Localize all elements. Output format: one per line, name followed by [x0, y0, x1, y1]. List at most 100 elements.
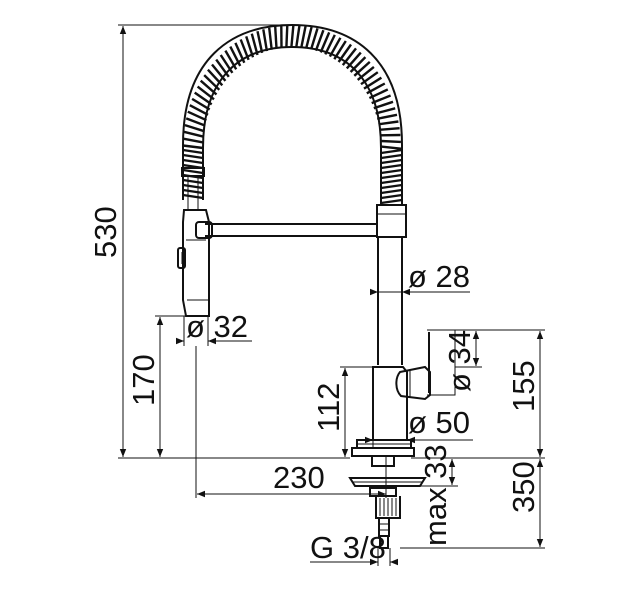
dim-column-diameter: ø 28 — [408, 259, 470, 294]
coil-ring — [353, 61, 371, 77]
coil-ring — [324, 34, 336, 55]
dim-thread: G 3/8 — [310, 530, 386, 565]
coil-ring — [360, 71, 379, 86]
coil-ring — [314, 29, 325, 52]
coil-ring — [380, 158, 403, 165]
main-column — [377, 237, 403, 365]
coil-ring — [295, 25, 301, 48]
dim-body-height: 112 — [311, 383, 346, 432]
column-collar — [376, 204, 407, 238]
dimension-labels: 530 170 ø 32 ø 28 112 ø 50 ø 34 155 230 … — [88, 206, 541, 565]
coil-ring — [203, 74, 221, 91]
coil-ring — [211, 63, 227, 82]
coil-ring — [182, 144, 204, 150]
spring-collar-left — [181, 167, 205, 177]
coil-ring — [207, 68, 224, 87]
coil-ring — [349, 56, 367, 73]
coil-ring — [182, 158, 204, 165]
coil-ring — [182, 183, 204, 190]
coil-ring — [183, 130, 204, 138]
coil-ring — [368, 88, 389, 100]
coil-ring — [274, 26, 278, 49]
coil-ring — [380, 163, 403, 170]
coil-ring — [380, 183, 403, 190]
spring-coil — [182, 24, 403, 205]
coil-ring — [380, 173, 403, 180]
coil-ring — [182, 168, 204, 175]
coil-ring — [305, 26, 313, 49]
dim-lever-diameter: ø 34 — [442, 330, 477, 392]
coil-ring — [262, 29, 269, 52]
coil-ring — [341, 47, 357, 66]
dim-overall-height: 530 — [88, 206, 123, 258]
coil-ring — [224, 49, 238, 70]
coil-ring — [182, 193, 204, 200]
coil-ring — [373, 100, 394, 110]
coil-ring — [268, 27, 273, 50]
dim-lever-height: 155 — [506, 360, 541, 412]
coil-ring — [234, 42, 246, 64]
coil-ring — [182, 153, 204, 160]
coil-ring — [375, 107, 396, 115]
valve-body — [372, 366, 408, 441]
coil-ring — [196, 85, 215, 101]
coil-ring — [191, 97, 211, 111]
coil-ring — [215, 58, 230, 78]
coil-ring — [328, 37, 342, 58]
coil-ring — [356, 65, 375, 81]
dim-spout-diameter: ø 32 — [186, 309, 248, 344]
dim-max-thickness: max 33 — [418, 444, 453, 546]
fixing-nut — [371, 455, 395, 467]
coil-ring — [380, 193, 403, 200]
coil-ring — [183, 137, 204, 144]
dimension-lines — [118, 24, 545, 566]
coil-ring — [337, 43, 352, 63]
coil-ring — [245, 36, 255, 58]
coil-ring — [333, 40, 347, 60]
shower-head — [182, 209, 210, 317]
coil-ring — [380, 188, 403, 195]
coil-ring — [309, 28, 319, 50]
coil-ring — [229, 46, 242, 67]
coil-ring — [250, 33, 259, 56]
coil-ring — [380, 139, 401, 144]
coil-ring — [376, 113, 398, 120]
dim-spout-holder-height: 170 — [126, 354, 161, 406]
spring-outer — [182, 23, 403, 205]
coil-ring — [182, 148, 204, 155]
coil-ring — [345, 51, 362, 70]
coil-ring — [194, 91, 213, 106]
coil-ring — [285, 25, 289, 48]
coil-ring — [182, 188, 204, 195]
coil-ring — [239, 39, 250, 61]
coil-ring — [256, 31, 264, 54]
coil-ring — [182, 178, 204, 185]
faucet-outline — [177, 23, 456, 549]
coil-ring — [185, 117, 206, 127]
coil-ring — [380, 145, 402, 150]
coil-ring — [380, 168, 403, 175]
coil-ring — [319, 31, 331, 53]
coil-ring — [380, 198, 403, 205]
coil-ring — [380, 153, 403, 160]
dim-under-deck-length: 350 — [506, 461, 541, 513]
coil-ring — [371, 94, 392, 105]
coil-ring — [189, 104, 209, 116]
dim-body-diameter: ø 50 — [408, 405, 470, 440]
coil-ring — [300, 25, 307, 48]
horizontal-arm — [205, 223, 378, 237]
coil-ring — [187, 110, 207, 122]
coil-ring — [380, 178, 403, 185]
coil-ring — [290, 24, 295, 48]
coil-ring — [378, 120, 399, 126]
dim-reach: 230 — [273, 460, 325, 495]
lever — [395, 365, 431, 401]
coil-ring — [184, 123, 205, 133]
coil-ring — [366, 82, 386, 95]
coil-ring — [199, 79, 218, 96]
coil-ring — [380, 148, 403, 155]
coil-ring — [363, 76, 383, 90]
coil-ring — [219, 54, 234, 74]
coil-ring — [379, 127, 400, 131]
